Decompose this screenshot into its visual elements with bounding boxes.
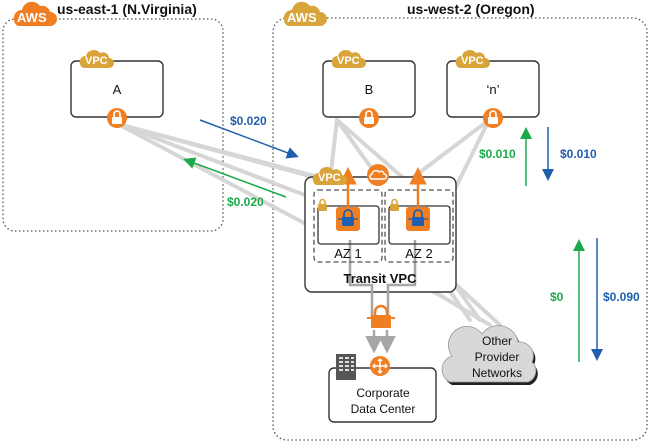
subnet-lock-icon xyxy=(390,198,399,211)
cloud-label-1: Other xyxy=(482,334,512,348)
transit-vpc-badge: VPC xyxy=(318,172,341,184)
transit-vpc[interactable]: AZ 1 AZ 2 Transit VPC VPC xyxy=(304,164,457,318)
aws-badge-east-label: AWS xyxy=(17,10,47,25)
region-us-west-2 xyxy=(272,17,648,441)
vpn-gateway-lock-icon xyxy=(359,108,379,128)
vpc-n[interactable]: VPC ‘n’ xyxy=(446,49,540,128)
aws-badge-west: AWS xyxy=(283,1,327,26)
vpc-b[interactable]: VPC B xyxy=(322,49,416,128)
cloud-gateway-icon xyxy=(367,164,389,186)
vpc-a-badge: VPC xyxy=(85,55,108,67)
region-us-east-1 xyxy=(2,18,224,232)
cloud-label-2: Provider xyxy=(475,350,520,364)
data-center-label-2: Data Center xyxy=(351,402,416,416)
vpc-n-name: ‘n’ xyxy=(486,82,499,97)
price-internet-out: $0.090 xyxy=(603,290,640,304)
vpn-gateway-lock-icon xyxy=(107,108,127,128)
vpn-instance-icon xyxy=(406,207,430,231)
price-internet-in: $0 xyxy=(550,290,564,304)
transit-vpc-label: Transit VPC xyxy=(344,271,418,286)
aws-badge-west-label: AWS xyxy=(287,10,317,25)
corporate-data-center[interactable]: Corporate Data Center xyxy=(328,354,437,423)
cloud-label-3: Networks xyxy=(472,366,522,380)
az2-label: AZ 2 xyxy=(405,246,432,261)
customer-gateway-lock-icon xyxy=(367,304,395,328)
region-title-west: us-west-2 (Oregon) xyxy=(407,1,535,17)
inter-region-out-arrow xyxy=(199,119,299,159)
vpn-gateway-lock-icon xyxy=(483,108,503,128)
subnet-lock-icon xyxy=(318,198,327,211)
az2-subnet xyxy=(384,189,454,263)
vpn-instance-icon xyxy=(336,207,360,231)
price-intra-region-out: $0.010 xyxy=(560,147,597,161)
inter-region-in-arrow xyxy=(183,157,287,198)
vpc-a-name: A xyxy=(113,82,122,97)
router-icon xyxy=(370,356,390,376)
vpc-n-badge: VPC xyxy=(461,55,484,67)
az1-subnet xyxy=(313,189,383,263)
data-center-label-1: Corporate xyxy=(356,386,410,400)
building-icon xyxy=(336,354,356,380)
vpc-b-name: B xyxy=(365,82,374,97)
aws-badge-east: AWS xyxy=(13,1,57,27)
region-title-east: us-east-1 (N.Virginia) xyxy=(57,1,197,17)
vpc-b-badge: VPC xyxy=(337,55,360,67)
price-inter-region-out: $0.020 xyxy=(230,114,267,128)
price-inter-region-in: $0.020 xyxy=(227,195,264,209)
price-intra-region-in: $0.010 xyxy=(479,147,516,161)
vpc-a[interactable]: VPC A xyxy=(70,49,164,128)
az1-label: AZ 1 xyxy=(334,246,361,261)
other-provider-networks[interactable]: Other Provider Networks xyxy=(441,325,538,385)
